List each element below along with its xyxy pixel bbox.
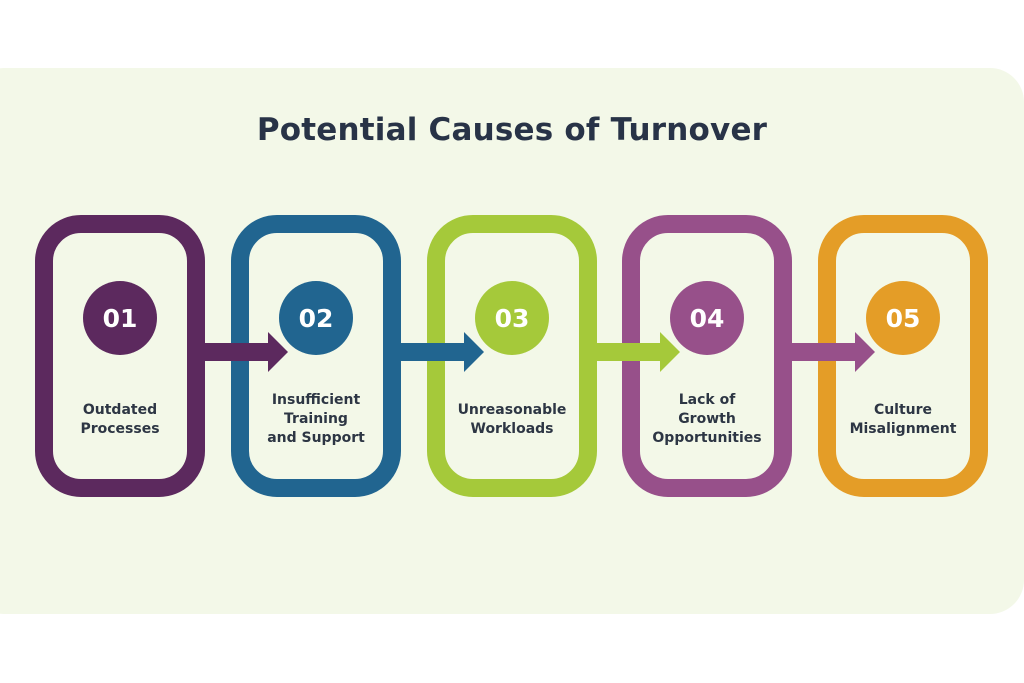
arrow-right-icon [592,332,680,372]
step-label-line: Lack of [678,392,736,408]
step-label-line: Outdated [82,402,158,418]
step-label-line: Processes [80,421,160,437]
arrow-right-icon [396,332,484,372]
step-label-line: Training [284,411,348,427]
arrow-right-icon [787,332,875,372]
step-number-badge: 02 [279,281,353,355]
step-number-badge: 05 [866,281,940,355]
arrow-right-icon [200,332,288,372]
step-label-line: Misalignment [849,421,957,437]
step-number-badge: 04 [670,281,744,355]
step-label-line: Growth [678,411,736,427]
step-label-line: Workloads [470,421,554,437]
step-label-line: Insufficient [271,392,361,408]
step-label-line: Culture [873,402,933,418]
step-label-line: Unreasonable [457,402,567,418]
step-number-badge: 03 [475,281,549,355]
diagram-title: Potential Causes of Turnover [256,112,768,148]
step-label-line: and Support [267,430,365,446]
step-number-badge: 01 [83,281,157,355]
step-label-line: Opportunities [652,430,762,446]
